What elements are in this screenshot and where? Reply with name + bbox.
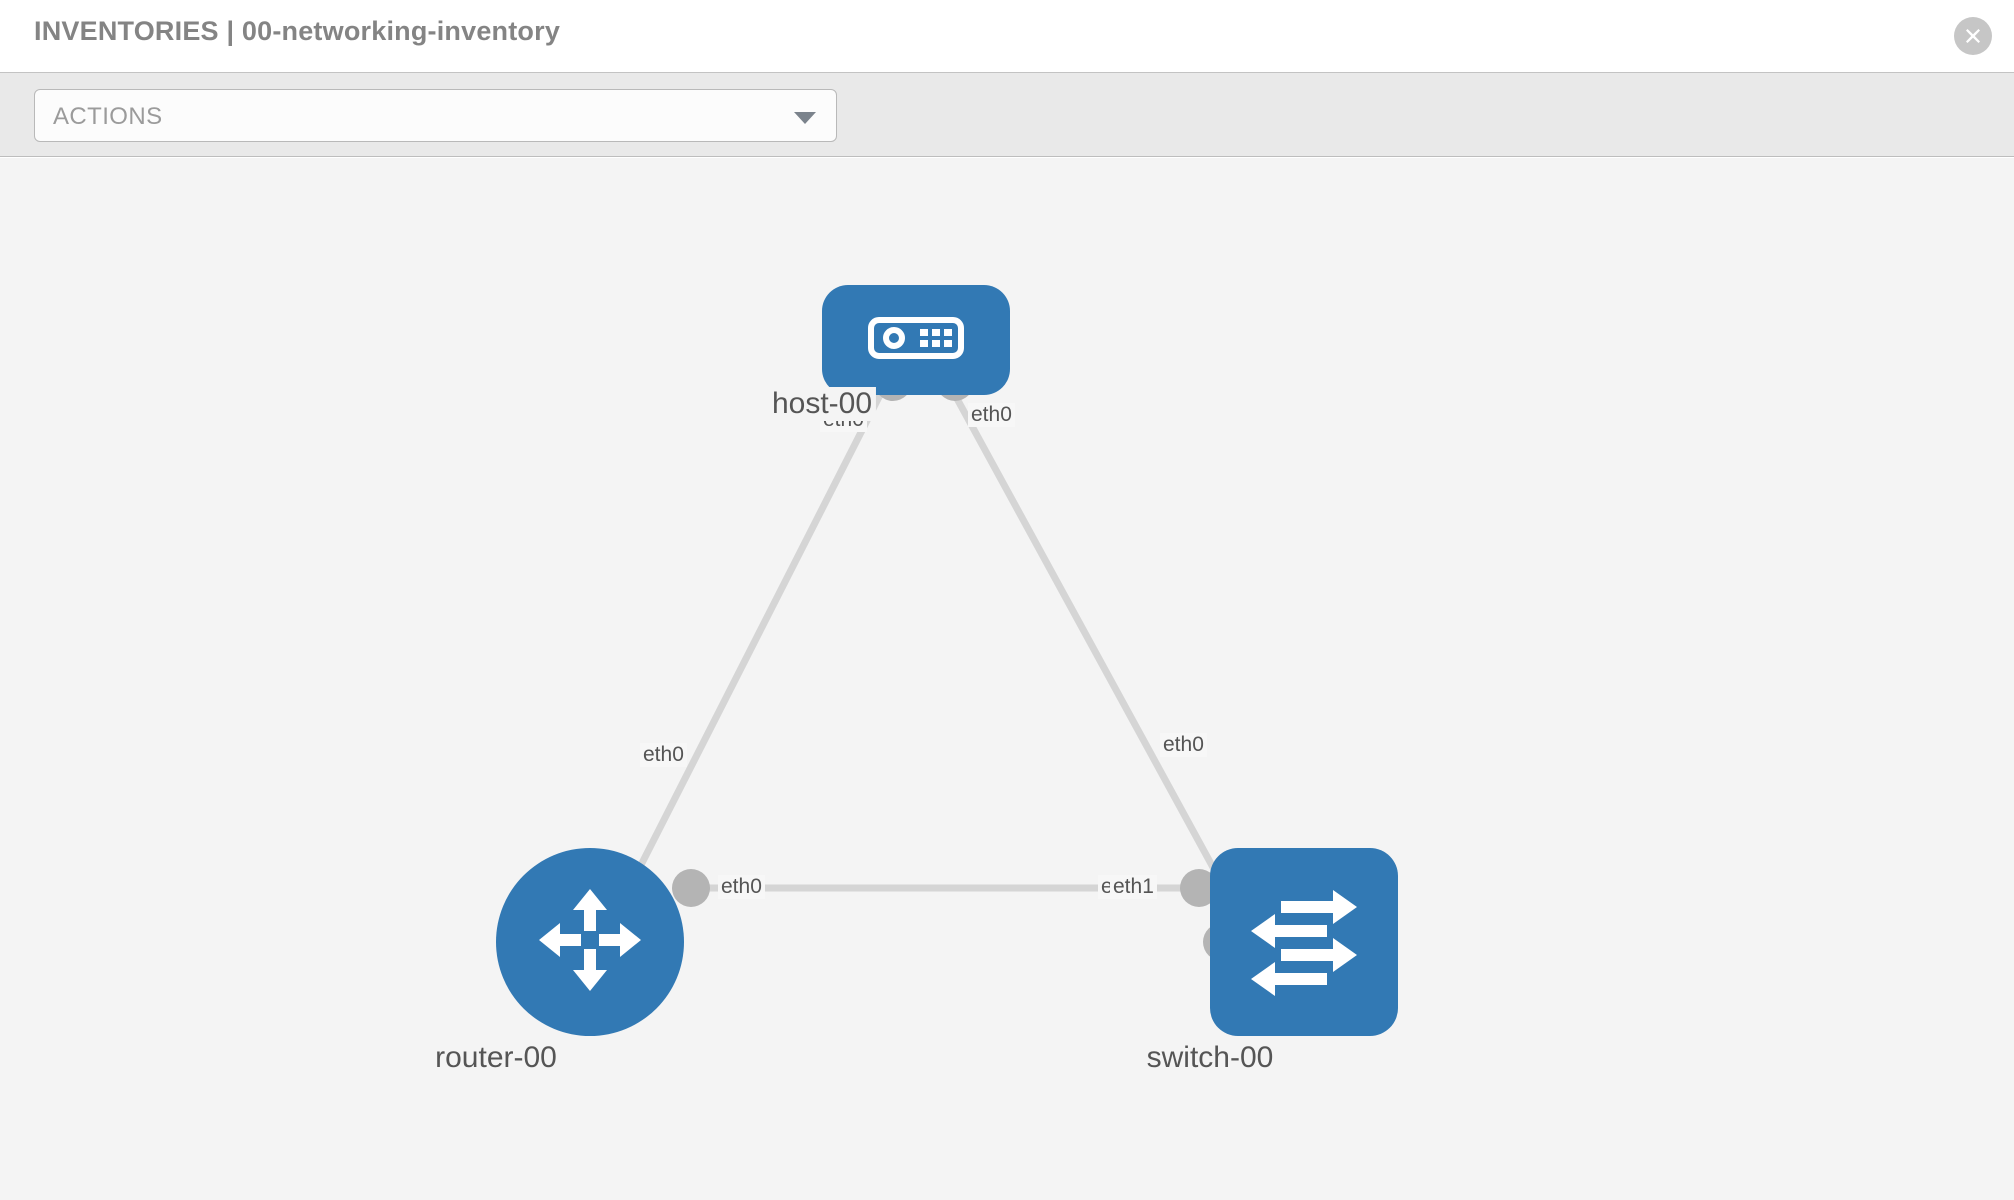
node-switch-00-shape[interactable]: [1210, 848, 1398, 1036]
node-host-00-shape[interactable]: [822, 285, 1010, 395]
switch-arrows-icon: [1245, 881, 1363, 1004]
page-header: INVENTORIES | 00-networking-inventory: [0, 0, 2014, 72]
page-title: INVENTORIES | 00-networking-inventory: [34, 16, 561, 46]
node-router-00-shape[interactable]: [496, 848, 684, 1036]
node-switch-00-label: switch-00: [1142, 1041, 1278, 1075]
actions-dropdown[interactable]: ACTIONS: [34, 89, 837, 142]
iface-label-host-switch: eth0: [968, 403, 1015, 427]
node-host-00-label: host-00: [767, 387, 877, 421]
iface-label-router-host: eth0: [640, 743, 687, 767]
router-arrows-icon: [531, 881, 649, 1004]
toolbar: ACTIONS SEARCH: [0, 72, 2014, 214]
iface-label-switch-router: eth1: [1110, 875, 1157, 899]
iface-label-router-switch: eth0: [718, 875, 765, 899]
node-router-00-label: router-00: [431, 1041, 561, 1075]
edge-host-router: [606, 393, 884, 928]
connector-router-right[interactable]: [672, 869, 710, 907]
topology-canvas[interactable]: eth0 eth0 eth0 eth0 eth0 eth eth1: [0, 158, 2014, 1200]
edge-host-switch: [951, 393, 1249, 928]
chevron-down-icon: [794, 112, 816, 124]
close-button[interactable]: [1954, 17, 1992, 55]
actions-dropdown-label: ACTIONS: [53, 103, 163, 130]
iface-label-switch-host: eth0: [1160, 733, 1207, 757]
server-icon: [868, 312, 964, 369]
